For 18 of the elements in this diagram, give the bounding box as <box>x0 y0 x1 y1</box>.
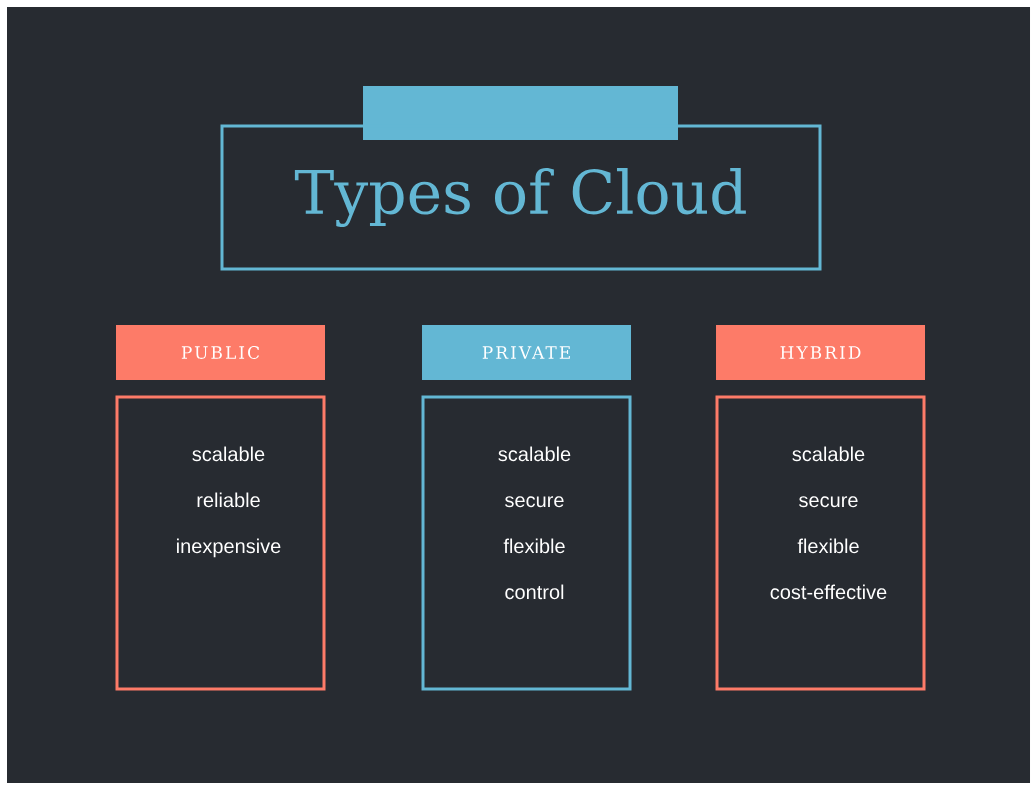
list-item: scalable <box>792 446 865 462</box>
list-item: reliable <box>197 492 260 508</box>
list-item: flexible <box>503 538 565 554</box>
list-item: control <box>505 584 564 600</box>
list-box <box>715 395 926 691</box>
list-box <box>421 395 632 691</box>
header-bar: HYBRID <box>716 325 925 380</box>
list-item: secure <box>505 496 564 508</box>
list-item: scalable <box>498 446 571 462</box>
list-item: secure <box>799 496 858 508</box>
list-item: scalable <box>192 446 265 462</box>
header-bar: PUBLIC <box>116 325 325 380</box>
list-item: inexpensive <box>177 538 281 558</box>
title-box: Types of Cloud <box>220 86 822 271</box>
list-box <box>115 395 326 691</box>
list-item: flexible <box>797 538 859 554</box>
list-item: cost-effective <box>770 584 887 600</box>
header-bar: PRIVATE <box>422 325 631 380</box>
